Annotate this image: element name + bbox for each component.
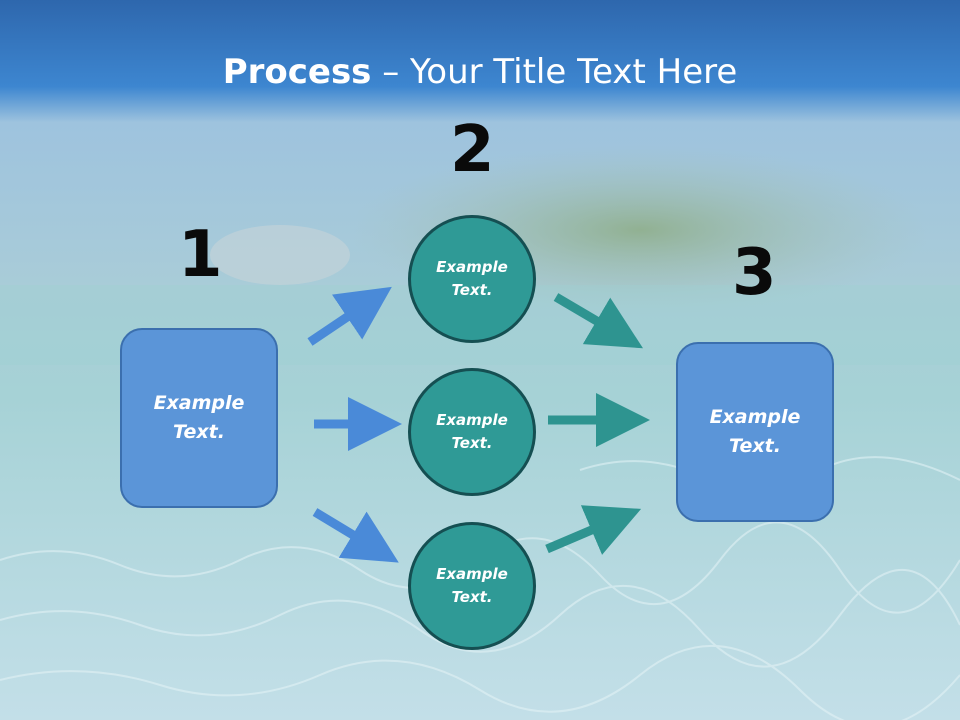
circle-bottom-text: Example Text. — [422, 563, 522, 609]
circle-top-line1: Example — [436, 258, 508, 276]
step-number-1: 1 — [178, 218, 223, 292]
circle-top-line2: Text. — [451, 281, 493, 299]
arrow-left-to-bottom — [312, 508, 399, 563]
circle-middle-text: Example Text. — [422, 409, 522, 455]
arrow-bottom-to-right — [545, 505, 642, 555]
step-number-3: 3 — [732, 236, 777, 310]
circle-bottom[interactable]: Example Text. — [408, 522, 536, 650]
arrow-left-to-top — [307, 286, 392, 346]
arrow-top-to-right — [553, 293, 644, 349]
left-box-line1: Example — [153, 392, 245, 414]
right-text-box[interactable]: Example Text. — [676, 342, 834, 522]
step-number-2: 2 — [450, 113, 495, 187]
right-box-line2: Text. — [729, 435, 781, 457]
right-box-line1: Example — [709, 406, 801, 428]
circle-bottom-line1: Example — [436, 565, 508, 583]
circle-middle[interactable]: Example Text. — [408, 368, 536, 496]
circle-middle-line2: Text. — [451, 434, 493, 452]
title-rest: – Your Title Text Here — [371, 52, 738, 92]
circle-top-text: Example Text. — [422, 256, 522, 302]
left-text-box[interactable]: Example Text. — [120, 328, 278, 508]
circle-bottom-line2: Text. — [451, 588, 493, 606]
circle-top[interactable]: Example Text. — [408, 215, 536, 343]
circle-middle-line1: Example — [436, 411, 508, 429]
title-bold: Process — [222, 52, 372, 92]
left-box-text: Example Text. — [149, 389, 249, 447]
left-box-line2: Text. — [173, 421, 225, 443]
right-box-text: Example Text. — [705, 403, 805, 461]
slide-title: Process – Your Title Text Here — [0, 52, 960, 92]
